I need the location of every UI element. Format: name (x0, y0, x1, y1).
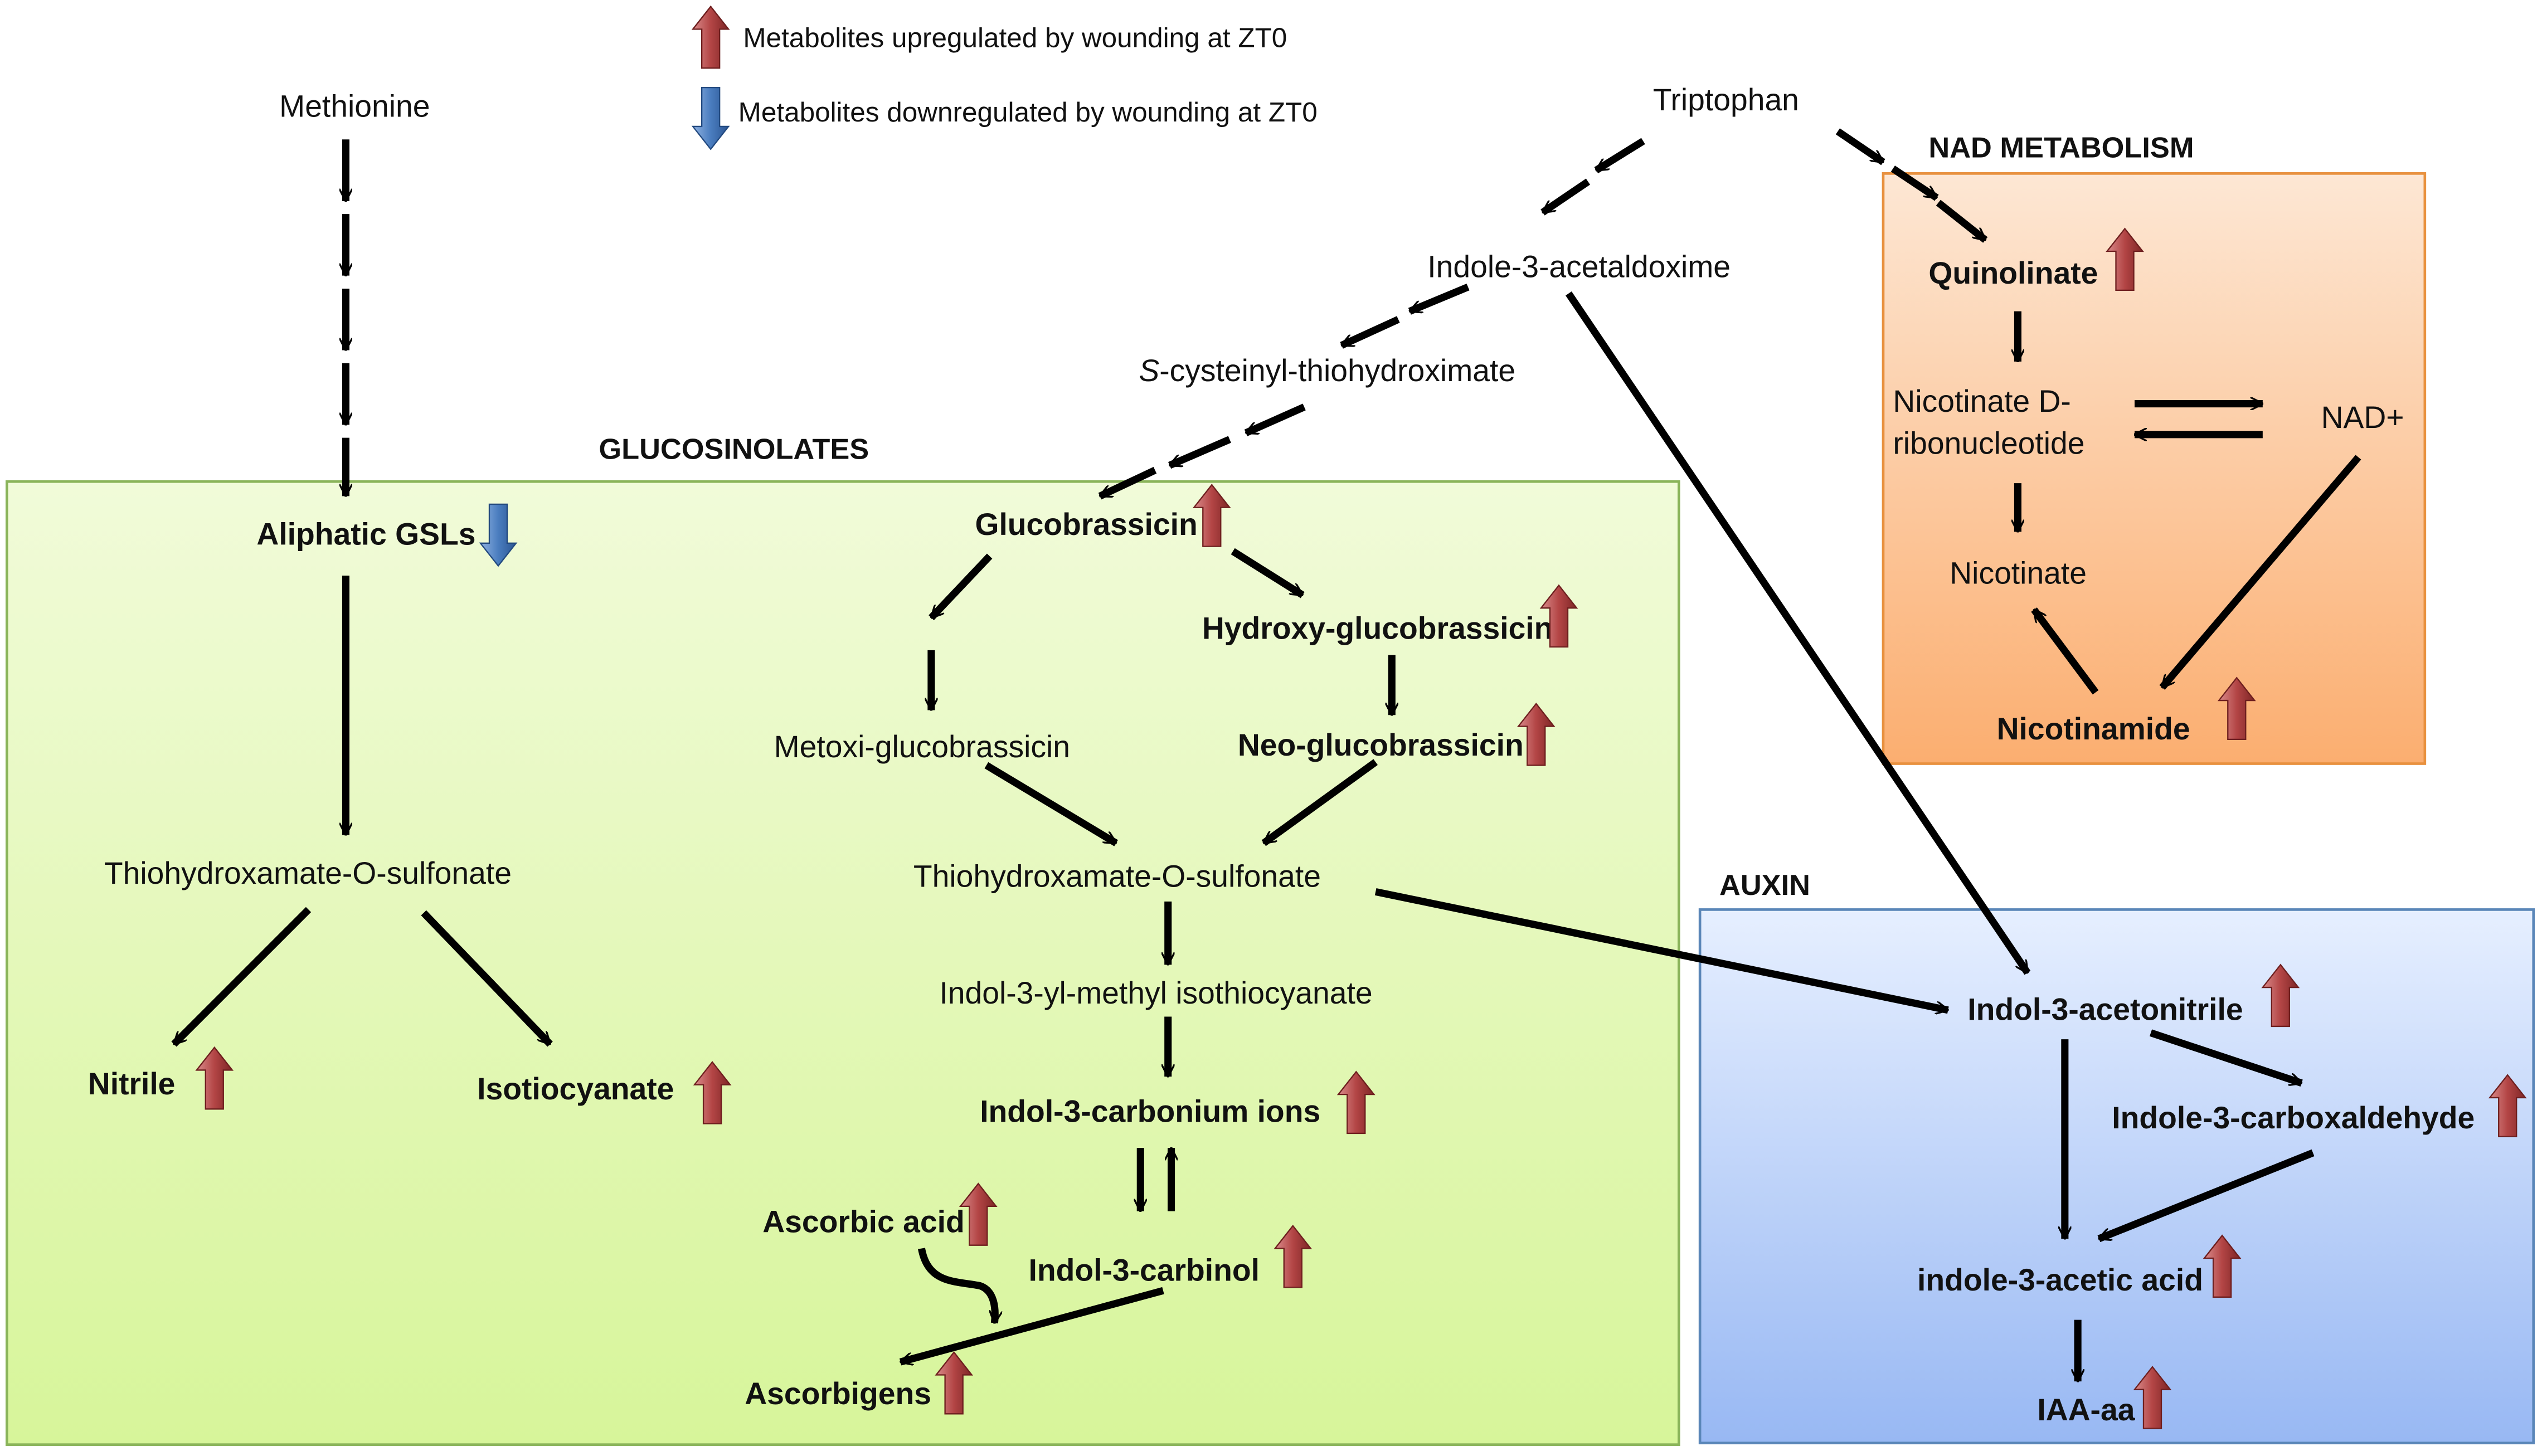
node-ascorbic-acid: Ascorbic acid (762, 1204, 964, 1239)
node-isotiocyanate: Isotiocyanate (477, 1072, 674, 1106)
node-indol-isothiocyanate: Indol-3-yl-methyl isothiocyanate (939, 976, 1372, 1010)
node-hydroxy-glucobrassicin: Hydroxy-glucobrassicin (1202, 611, 1553, 645)
arrow-metoxi-to-thio (984, 762, 1116, 846)
legend-down-label: Metabolites downregulated by wounding at… (738, 97, 1318, 128)
node-methionine: Methionine (279, 89, 430, 124)
node-indol-carbinol: Indol-3-carbinol (1028, 1253, 1260, 1288)
arrow-thio-to-nitrile (171, 907, 312, 1047)
arrow-ascorbic-to-ascorbigens (917, 1248, 995, 1323)
arrow-acetaldoxime-to-acetonitrile (1566, 291, 2031, 973)
nad-metabolism-region (1882, 172, 2427, 765)
glucosinolates-header: GLUCOSINOLATES (599, 433, 869, 465)
node-nicotinate: Nicotinate (1950, 556, 2087, 591)
arrow-carbinol-to-ascorbigens (901, 1287, 1164, 1362)
node-indole-acetic-acid: indole-3-acetic acid (1917, 1263, 2203, 1297)
arrow-trp-to-quinolinate (1936, 199, 1988, 243)
arrow-trp-step-1 (1596, 138, 1645, 174)
arrow-trp-to-nad-2 (1890, 165, 1937, 201)
arrow-nicotinamide-to-nicotinate (2031, 607, 2099, 695)
arrow-acetonitrile-to-carboxaldehyde (2149, 1029, 2302, 1087)
arrow-thio-to-acetonitrile (1374, 888, 1948, 1010)
arrow-trp-to-nad-1 (1835, 128, 1883, 165)
node-nicotinamide: Nicotinamide (1997, 712, 2190, 746)
node-indole-carboxaldehyde: Indole-3-carboxaldehyde (2112, 1100, 2475, 1135)
arrow-nad-to-nicotinamide (2159, 455, 2361, 690)
arrow-cysteinyl-to-glucobrassicin (1100, 466, 1157, 500)
glucosinolates-region (5, 480, 1680, 1446)
node-ascorbigens: Ascorbigens (745, 1376, 931, 1411)
arrow-thio-to-isotiocyanate (421, 910, 553, 1047)
arrow-glucobrassicin-to-hydroxy (1231, 548, 1302, 598)
node-nicotinate-d-line1: Nicotinate D- (1893, 384, 2070, 418)
arrow-glucobrassicin-branch (929, 553, 993, 621)
node-neo-glucobrassicin: Neo-glucobrassicin (1238, 728, 1524, 762)
arrow-cysteinyl-step-1 (1246, 403, 1306, 436)
arrow-cysteinyl-step-2 (1170, 436, 1231, 469)
node-indole-acetaldoxime: Indole-3-acetaldoxime (1427, 250, 1731, 284)
s-prefix: S (1139, 353, 1159, 388)
s-rest: -cysteinyl-thiohydroximate (1159, 353, 1515, 388)
node-nad-plus: NAD+ (2321, 400, 2404, 435)
node-quinolinate: Quinolinate (1928, 256, 2098, 290)
node-aliphatic-gsls: Aliphatic GSLs (256, 517, 475, 552)
arrow-acetaldoxime-step-2 (1342, 316, 1400, 349)
legend-up-label: Metabolites upregulated by wounding at Z… (743, 22, 1287, 53)
legend-down-arrow-icon (692, 86, 730, 150)
nad-metabolism-header: NAD METABOLISM (1928, 132, 2194, 164)
node-iaa-aa: IAA-aa (2037, 1392, 2135, 1427)
node-thio-left: Thiohydroxamate-O-sulfonate (104, 856, 512, 890)
legend-up-arrow-icon (692, 6, 730, 69)
arrow-acetaldoxime-step-1 (1409, 283, 1470, 315)
node-metoxi-glucobrassicin: Metoxi-glucobrassicin (774, 729, 1070, 764)
arrow-trp-step-2 (1543, 178, 1591, 216)
arrow-carboxaldehyde-to-iaa (2099, 1149, 2315, 1243)
node-glucobrassicin: Glucobrassicin (975, 507, 1197, 542)
node-indol-acetonitrile: Indol-3-acetonitrile (1967, 992, 2243, 1026)
node-nicotinate-d-line2: ribonucleotide (1893, 426, 2084, 461)
node-thio-center: Thiohydroxamate-O-sulfonate (913, 859, 1321, 894)
node-triptophan: Triptophan (1653, 82, 1799, 117)
node-indol-carbonium: Indol-3-carbonium ions (980, 1094, 1320, 1129)
auxin-header: AUXIN (1719, 869, 1810, 902)
node-nitrile: Nitrile (88, 1067, 176, 1101)
arrow-neo-to-thio (1263, 759, 1378, 846)
auxin-region (1698, 908, 2535, 1445)
node-s-cysteinyl-thiohydroximate: S-cysteinyl-thiohydroximate (1139, 353, 1515, 388)
